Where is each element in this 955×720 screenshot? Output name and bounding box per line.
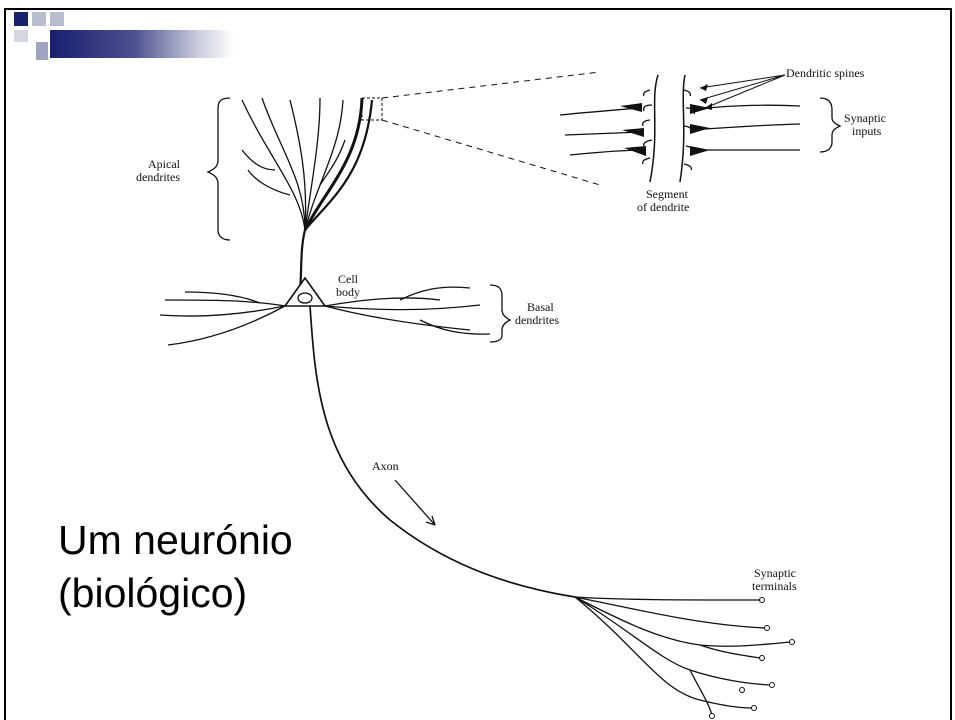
axon-arrow xyxy=(395,480,435,525)
apical-bracket xyxy=(208,98,230,240)
caption-line1: Um neurónio xyxy=(58,514,293,567)
label-cell-body-line1: Cell xyxy=(338,272,359,286)
label-basal-line1: Basal xyxy=(527,300,554,314)
axon xyxy=(310,306,575,597)
synaptic-inputs-bracket xyxy=(820,98,840,152)
label-basal-line2: dendrites xyxy=(515,313,559,327)
cell-body xyxy=(285,278,325,306)
basal-bracket xyxy=(490,285,510,342)
caption-line2: (biológico) xyxy=(58,567,293,620)
label-axon: Axon xyxy=(372,459,399,473)
label-synaptic-terminals-line2: terminals xyxy=(752,579,797,593)
label-segment-line1: Segment xyxy=(646,187,689,201)
label-apical-line2: dendrites xyxy=(136,170,180,184)
label-cell-body-line2: body xyxy=(336,285,360,299)
apical-dendrites xyxy=(242,100,305,230)
label-apical-line1: Apical xyxy=(148,157,181,171)
slide-caption: Um neurónio (biológico) xyxy=(58,514,293,620)
label-synaptic-inputs-line2: inputs xyxy=(852,124,882,138)
label-segment-line2: of dendrite xyxy=(637,200,689,214)
label-synaptic-terminals-line1: Synaptic xyxy=(754,566,796,580)
label-dendritic-spines: Dendritic spines xyxy=(786,66,865,80)
label-synaptic-inputs-line1: Synaptic xyxy=(844,111,886,125)
synaptic-terminals xyxy=(575,597,760,600)
basal-dendrites xyxy=(165,300,285,306)
dendrite-segment xyxy=(650,75,658,182)
